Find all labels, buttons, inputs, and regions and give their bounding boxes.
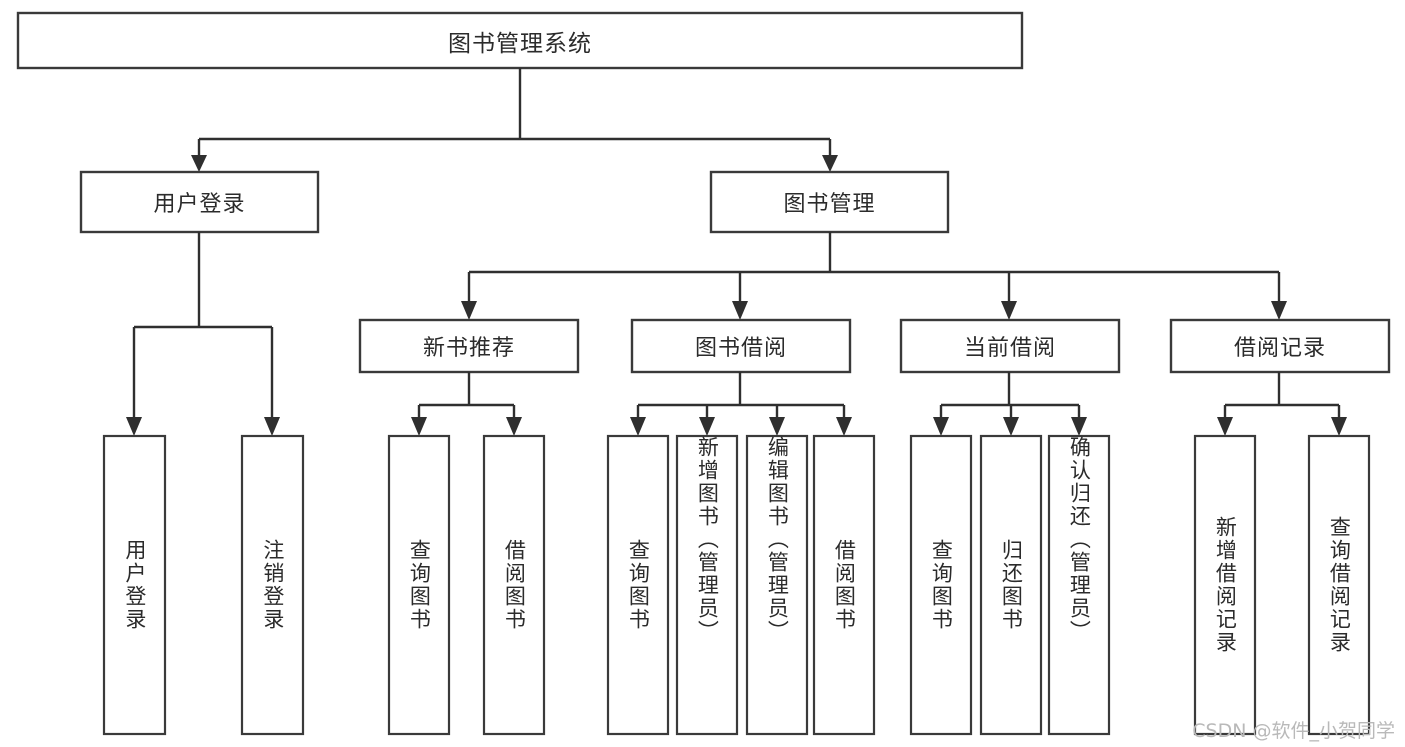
leaf-box-query-book-2[interactable] [606,434,670,736]
leaf-box-return-book[interactable] [979,434,1043,736]
leaf-box-logout-login[interactable] [240,434,305,736]
arrow-user-login-leaf-2 [264,417,280,436]
arrow-br-leaf-1 [1217,417,1233,436]
arrow-bb-leaf-2 [699,417,715,436]
node-box-book-borrow[interactable] [630,318,852,374]
leaf-box-user-login[interactable] [102,434,167,736]
arrow-root-to-user-login [191,155,207,172]
arrow-bm-to-current-borrow [1001,301,1017,320]
arrow-user-login-leaf-1 [126,417,142,436]
arrow-bb-leaf-4 [836,417,852,436]
node-box-current-borrow[interactable] [899,318,1121,374]
node-box-new-book-recommend[interactable] [358,318,580,374]
arrow-bm-to-book-borrow [732,301,748,320]
leaf-box-borrow-book-1[interactable] [482,434,546,736]
arrow-bb-leaf-3 [769,417,785,436]
leaf-box-query-borrow-record[interactable] [1307,434,1371,736]
arrow-bm-to-borrow-record [1271,301,1287,320]
leaf-box-add-book[interactable] [675,434,739,736]
arrow-bm-to-new-book-recommend [461,301,477,320]
leaf-box-query-book-1[interactable] [387,434,451,736]
arrow-nbr-leaf-1 [411,417,427,436]
leaf-box-add-borrow-record[interactable] [1193,434,1257,736]
arrow-nbr-leaf-2 [506,417,522,436]
arrow-bb-leaf-1 [630,417,646,436]
node-box-book-management[interactable] [709,170,950,234]
arrow-br-leaf-2 [1331,417,1347,436]
node-box-root[interactable] [16,11,1024,70]
arrow-root-to-book-management [822,155,838,172]
node-box-user-login[interactable] [79,170,320,234]
arrow-cb-leaf-1 [933,417,949,436]
node-box-borrow-record[interactable] [1169,318,1391,374]
arrow-cb-leaf-3 [1071,417,1087,436]
leaf-box-edit-book[interactable] [745,434,809,736]
leaf-box-confirm-return[interactable] [1047,434,1111,736]
leaf-box-query-book-3[interactable] [909,434,973,736]
leaf-box-borrow-book-2[interactable] [812,434,876,736]
arrow-cb-leaf-2 [1003,417,1019,436]
